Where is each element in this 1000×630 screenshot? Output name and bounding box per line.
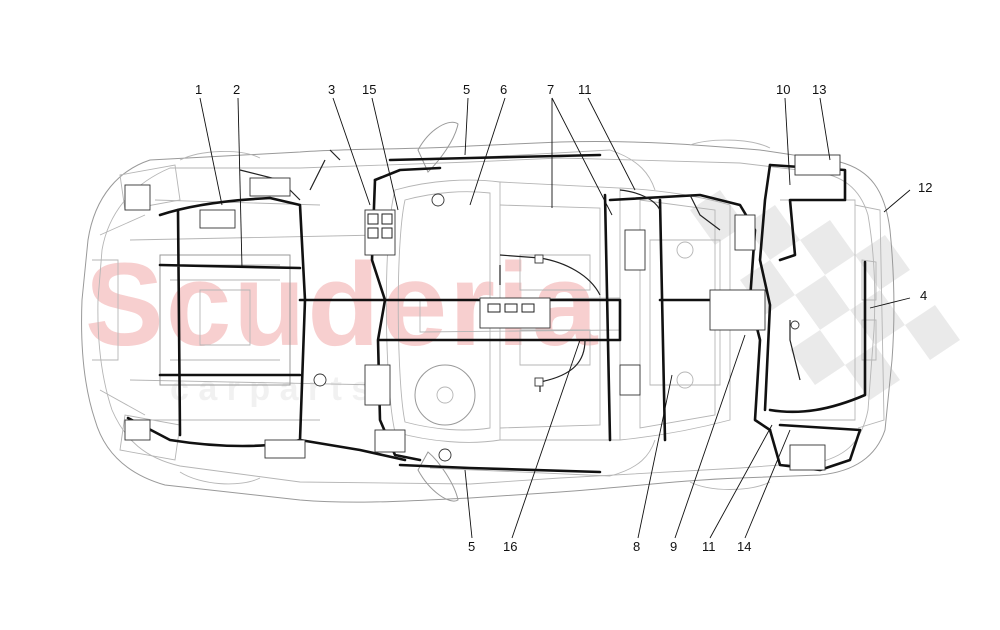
callout-9: 9 — [670, 539, 677, 554]
leader-lines — [199, 97, 911, 539]
callout-16: 16 — [503, 539, 517, 554]
callout-3: 3 — [328, 82, 335, 97]
fuse-box — [364, 209, 396, 256]
callout-11-top: 11 — [578, 82, 592, 97]
watermark: Scuderia c a r p a r t s — [85, 190, 960, 408]
callouts: 1 2 3 15 5 6 7 11 10 13 12 4 5 16 8 9 11… — [195, 82, 932, 554]
callout-14: 14 — [737, 539, 751, 554]
callout-15: 15 — [362, 82, 376, 97]
callout-2: 2 — [233, 82, 240, 97]
callout-1: 1 — [195, 82, 202, 97]
checkered-flag-icon — [690, 190, 960, 400]
callout-12: 12 — [918, 180, 932, 195]
callout-4: 4 — [920, 288, 927, 303]
ecu-module — [734, 214, 756, 251]
callout-10: 10 — [776, 82, 790, 97]
callout-5-bottom: 5 — [468, 539, 475, 554]
callout-11-bottom: 11 — [702, 539, 716, 554]
callout-7: 7 — [547, 82, 554, 97]
callout-6: 6 — [500, 82, 507, 97]
components — [124, 154, 841, 471]
callout-5-top: 5 — [463, 82, 470, 97]
callout-8: 8 — [633, 539, 640, 554]
callout-13: 13 — [812, 82, 826, 97]
watermark-sub: c a r p a r t s — [170, 370, 370, 408]
